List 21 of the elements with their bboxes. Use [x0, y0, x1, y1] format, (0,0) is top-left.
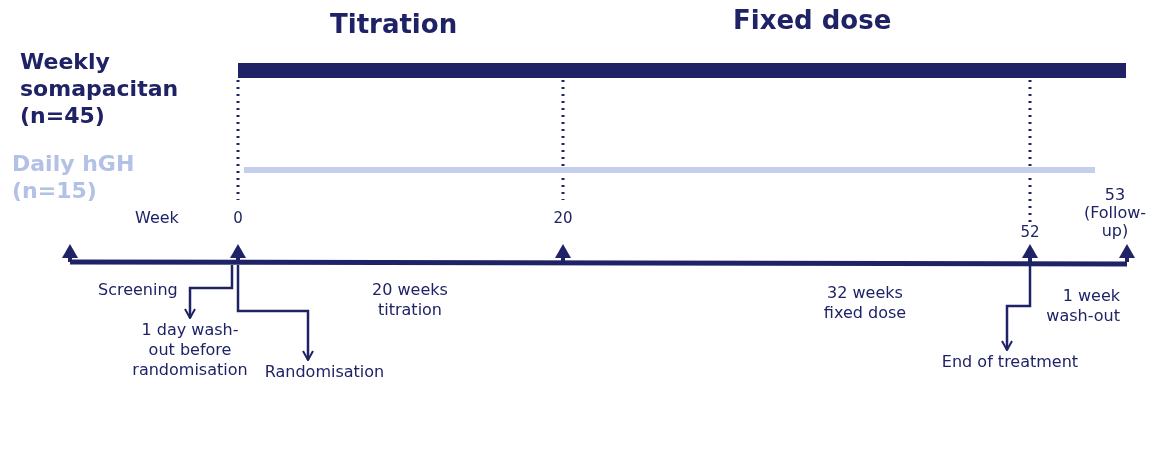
note-text: 1 day wash-out before randomisation [130, 320, 250, 380]
phase-heading: Titration [330, 14, 459, 34]
milestone-label: End of treatment [925, 352, 1095, 372]
duration-label: 1 week wash-out [1045, 286, 1120, 326]
arrow [1001, 265, 1032, 351]
arrow [236, 265, 314, 361]
milestone-label: Randomisation [262, 362, 387, 382]
treatment-bar [244, 167, 1095, 173]
week-label: 53 (Follow-up) [1082, 186, 1148, 240]
week-label: 52 [1019, 222, 1041, 242]
phase-heading: Fixed dose [733, 10, 893, 30]
arrow [184, 265, 234, 319]
week-label: 20 [552, 208, 574, 228]
duration-label: 32 weeks fixed dose [822, 283, 908, 323]
duration-label: 20 weeks titration [371, 280, 449, 320]
arm-label: Weekly somapacitan (n=45) [20, 48, 180, 129]
axis-title: Week [135, 208, 180, 228]
phase-label: Screening [98, 280, 179, 300]
week-label: 0 [232, 208, 244, 228]
arm-label: Daily hGH (n=15) [12, 150, 136, 204]
treatment-bar [238, 63, 1126, 78]
